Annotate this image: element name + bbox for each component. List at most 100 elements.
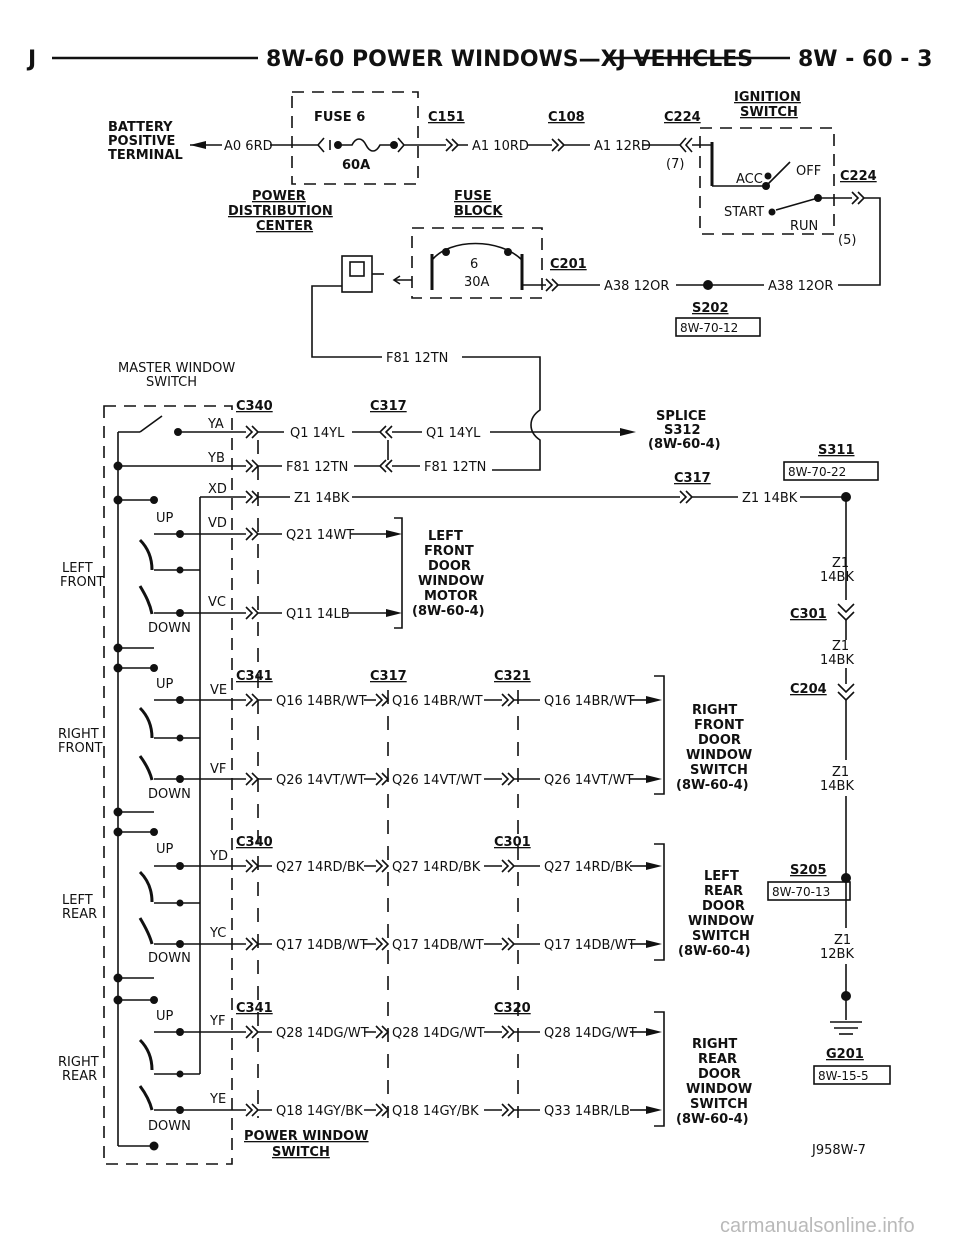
wire-a0-6rd: A0 6RD xyxy=(224,139,273,154)
wire-q28-a: Q28 14DG/WT xyxy=(276,1026,369,1041)
lr-switch-4: WINDOW xyxy=(688,914,754,929)
z1-4-b: 12BK xyxy=(820,947,854,962)
lr-switch-5: SWITCH xyxy=(692,929,750,944)
splice-s312-2: S312 xyxy=(664,423,701,438)
wire-z1-b: Z1 14BK xyxy=(742,491,798,506)
rf-switch-5: SWITCH xyxy=(690,763,748,778)
wire-f81-b: F81 12TN xyxy=(424,460,486,475)
rr-up: UP xyxy=(156,1009,174,1024)
lr-switch-6: (8W-60-4) xyxy=(678,944,751,959)
wire-q26-a: Q26 14VT/WT xyxy=(276,773,366,788)
lr-up: UP xyxy=(156,842,174,857)
rr-switch-5: SWITCH xyxy=(690,1097,748,1112)
fuse-6-rating: 60A xyxy=(342,158,370,173)
wire-q21: Q21 14WT xyxy=(286,528,354,543)
rf-down: DOWN xyxy=(148,787,191,802)
connector-c321: C321 xyxy=(494,669,531,684)
pin-yb: YB xyxy=(207,451,225,466)
rf-switch-2: FRONT xyxy=(694,718,744,733)
lf-motor-3: DOOR xyxy=(428,559,471,574)
wire-q1-a: Q1 14YL xyxy=(290,426,345,441)
wire-z1-a: Z1 14BK xyxy=(294,491,350,506)
ignition-start: START xyxy=(724,205,764,220)
connector-c340-top: C340 xyxy=(236,399,273,414)
battery-label-1: BATTERY xyxy=(108,120,173,135)
switch-group-right-front: UP DOWN RIGHT FRONT xyxy=(58,663,232,817)
s205-ref: 8W-70-13 xyxy=(772,885,830,899)
wire-q16-a: Q16 14BR/WT xyxy=(276,694,367,709)
rf-switch-1: RIGHT xyxy=(692,703,737,718)
connector-c341-a: C341 xyxy=(236,669,273,684)
wire-q16-c: Q16 14BR/WT xyxy=(544,694,635,709)
master-window-switch: MASTER WINDOW SWITCH C340 C317 YA YB XD … xyxy=(58,361,407,1165)
lr-switch-1: LEFT xyxy=(704,869,739,884)
connector-c301-b: C301 xyxy=(494,835,531,850)
s202-ref: 8W-70-12 xyxy=(680,321,738,335)
master-switch-title-1: MASTER WINDOW xyxy=(118,361,235,376)
battery-label-3: TERMINAL xyxy=(108,148,183,163)
rf-switch-label: RIGHT FRONT DOOR WINDOW SWITCH (8W-60-4) xyxy=(676,703,752,793)
rr-switch-6: (8W-60-4) xyxy=(676,1112,749,1127)
lr-switch-2: REAR xyxy=(704,884,743,899)
connector-c340-b: C340 xyxy=(236,835,273,850)
wire-q11: Q11 14LB xyxy=(286,607,350,622)
connector-c301: C301 xyxy=(790,607,827,622)
pdc-label-1: POWER xyxy=(252,189,306,204)
wire-a38-left: A38 12OR xyxy=(604,279,669,294)
z1-4-a: Z1 xyxy=(834,933,851,948)
ignition-label-2: SWITCH xyxy=(740,105,798,120)
connector-c320: C320 xyxy=(494,1001,531,1016)
lf-motor-label: LEFT FRONT DOOR WINDOW MOTOR (8W-60-4) xyxy=(412,529,485,619)
z1-3-b: 14BK xyxy=(820,779,854,794)
wire-q18-b: Q18 14GY/BK xyxy=(392,1104,479,1119)
group-rf-2: FRONT xyxy=(58,741,102,756)
pin-vf: VF xyxy=(210,762,226,777)
wire-a1-10rd: A1 10RD xyxy=(472,139,529,154)
rf-switch-6: (8W-60-4) xyxy=(676,778,749,793)
header-left: J xyxy=(26,47,36,72)
wire-q27-c: Q27 14RD/BK xyxy=(544,860,633,875)
lf-down: DOWN xyxy=(148,621,191,636)
battery-label-2: POSITIVE xyxy=(108,134,175,149)
battery-terminal: BATTERY POSITIVE TERMINAL xyxy=(108,120,222,163)
lf-motor-1: LEFT xyxy=(428,529,463,544)
pin-5: (5) xyxy=(838,233,856,248)
master-switch-title-2: SWITCH xyxy=(146,375,197,390)
wire-q17-c: Q17 14DB/WT xyxy=(544,938,636,953)
rr-switch-2: REAR xyxy=(698,1052,737,1067)
circuit-breaker-number: 6 xyxy=(470,257,478,272)
lf-motor-2: FRONT xyxy=(424,544,474,559)
lr-switch-3: DOOR xyxy=(702,899,745,914)
wire-q28-c: Q28 14DG/WT xyxy=(544,1026,637,1041)
ground-path: S311 8W-70-22 Z1 14BK C301 Z1 14BK C204 … xyxy=(767,443,891,1085)
wire-f81-a: F81 12TN xyxy=(286,460,348,475)
switch-group-right-rear: UP DOWN RIGHT REAR xyxy=(58,995,232,1151)
page-title: 8W-60 POWER WINDOWS—XJ VEHICLES xyxy=(266,47,753,72)
wire-a38-right: A38 12OR xyxy=(768,279,833,294)
rr-switch-3: DOOR xyxy=(698,1067,741,1082)
splice-s202: S202 xyxy=(692,301,729,316)
group-lf-1: LEFT xyxy=(62,561,93,576)
rr-switch-1: RIGHT xyxy=(692,1037,737,1052)
connector-c108: C108 xyxy=(548,110,585,125)
pin-vd: VD xyxy=(208,516,227,531)
pin-vc: VC xyxy=(208,595,226,610)
wire-q16-b: Q16 14BR/WT xyxy=(392,694,483,709)
wire-f81-top: F81 12TN xyxy=(386,351,448,366)
lr-down: DOWN xyxy=(148,951,191,966)
wire-q1-b: Q1 14YL xyxy=(426,426,481,441)
figure-id: J958W-7 xyxy=(811,1143,866,1158)
fuse-block-label-1: FUSE xyxy=(454,189,492,204)
lf-up: UP xyxy=(156,511,174,526)
rr-switch-4: WINDOW xyxy=(686,1082,752,1097)
splice-s311: S311 xyxy=(818,443,855,458)
wire-q18-a: Q18 14GY/BK xyxy=(276,1104,363,1119)
z1-2-b: 14BK xyxy=(820,653,854,668)
z1-1-b: 14BK xyxy=(820,570,854,585)
connector-c224-right: C224 xyxy=(840,169,877,184)
wire-q27-a: Q27 14RD/BK xyxy=(276,860,365,875)
switch-group-left-front: UP DOWN LEFT FRONT xyxy=(60,495,232,653)
fuse-block-label-2: BLOCK xyxy=(454,204,503,219)
group-lr-1: LEFT xyxy=(62,893,93,908)
ignition-switch: IGNITION SWITCH ACC OFF START RUN C224 (… xyxy=(699,90,881,286)
